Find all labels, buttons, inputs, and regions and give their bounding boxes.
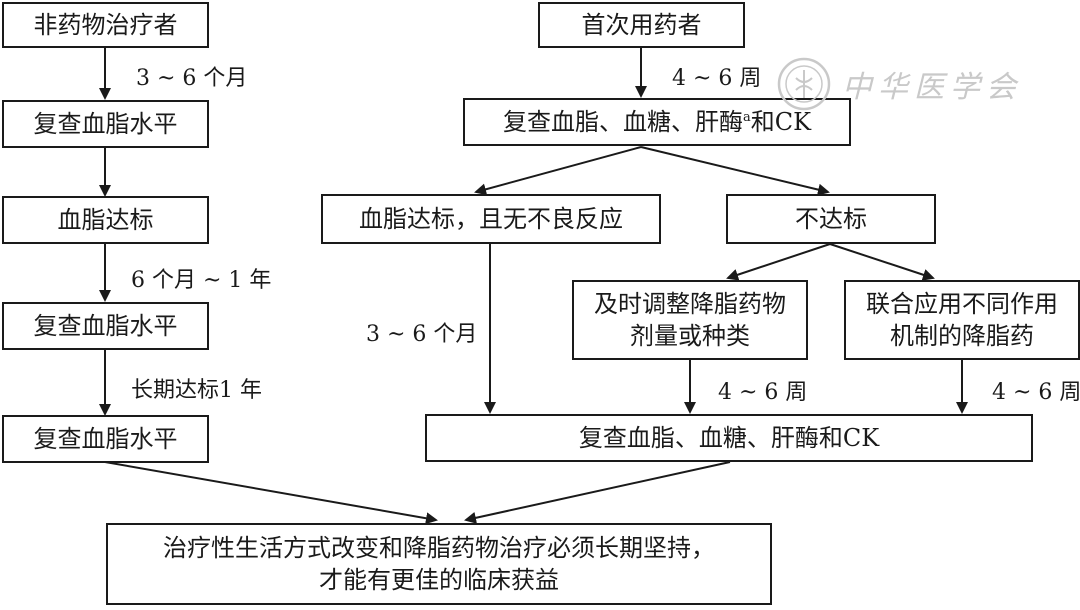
box-combine-drugs: 联合应用不同作用 机制的降脂药: [844, 280, 1080, 360]
box-second-check-label: 复查血脂、血糖、肝酶和CK: [578, 423, 880, 452]
watermark-text: 中华医学会: [842, 70, 1022, 105]
label-interval-adjust: 4 ~ 6 周: [718, 380, 808, 405]
box-adjust-drug: 及时调整降脂药物 剂量或种类: [572, 280, 808, 360]
conclusion-line-1: 治疗性生活方式改变和降脂药物治疗必须长期坚持，: [163, 533, 715, 562]
label-interval-left-2: 6 个月 ~ 1 年: [131, 268, 272, 293]
first-check-text: 复查血脂、血糖、肝酶: [502, 107, 743, 136]
box-left-reached: 血脂达标: [2, 196, 209, 244]
label-interval-combine: 4 ~ 6 周: [992, 380, 1080, 405]
box-first-medication: 首次用药者: [538, 2, 745, 48]
box-right-reached-label: 血脂达标，且无不良反应: [359, 204, 623, 233]
box-not-reached: 不达标: [726, 194, 936, 244]
label-interval-reached: 3 ~ 6 个月: [366, 322, 478, 347]
first-check-tail: 和CK: [750, 107, 812, 136]
arrow-right-split-b: [640, 146, 830, 196]
combine-line-1: 联合应用不同作用: [866, 289, 1058, 318]
arrow-right-split-a: [474, 146, 642, 196]
box-first-check-label: 复查血脂、血糖、肝酶a和CK: [503, 106, 811, 138]
watermark: 中华医学会: [776, 56, 1022, 112]
box-nondrug-label: 非药物治疗者: [33, 10, 178, 39]
adjust-line-2: 剂量或种类: [630, 322, 750, 350]
box-nondrug-patients: 非药物治疗者: [2, 2, 209, 48]
conclusion-line-2: 才能有更佳的临床获益: [319, 566, 559, 594]
box-left-reached-label: 血脂达标: [57, 205, 154, 234]
box-left-check-2: 复查血脂水平: [2, 302, 209, 350]
box-right-reached: 血脂达标，且无不良反应: [321, 194, 661, 244]
combine-line-2: 机制的降脂药: [890, 322, 1034, 350]
box-left-check-2-label: 复查血脂水平: [33, 311, 178, 340]
label-interval-left-1: 3 ~ 6 个月: [136, 66, 248, 91]
box-left-check-1-label: 复查血脂水平: [33, 109, 178, 138]
adjust-line-1: 及时调整降脂药物: [594, 289, 786, 318]
box-conclusion: 治疗性生活方式改变和降脂药物治疗必须长期坚持， 才能有更佳的临床获益: [106, 523, 772, 605]
seal-emblem-icon: [777, 57, 831, 111]
box-left-check-3: 复查血脂水平: [2, 415, 209, 463]
box-second-check: 复查血脂、血糖、肝酶和CK: [425, 414, 1033, 462]
label-interval-left-3: 长期达标1 年: [131, 378, 262, 403]
box-first-check: 复查血脂、血糖、肝酶a和CK: [463, 98, 851, 146]
arrow-left-to-bottom: [104, 461, 438, 525]
label-interval-first: 4 ~ 6 周: [672, 66, 762, 91]
box-left-check-1: 复查血脂水平: [2, 100, 209, 148]
box-first-medication-label: 首次用药者: [581, 10, 702, 39]
arrow-notreach-a: [726, 243, 831, 281]
arrow-right-to-bottom: [464, 461, 731, 524]
arrow-notreach-b: [829, 243, 935, 281]
box-left-check-3-label: 复查血脂水平: [33, 424, 178, 453]
box-not-reached-label: 不达标: [795, 204, 867, 233]
first-check-footnote: a: [742, 109, 751, 125]
